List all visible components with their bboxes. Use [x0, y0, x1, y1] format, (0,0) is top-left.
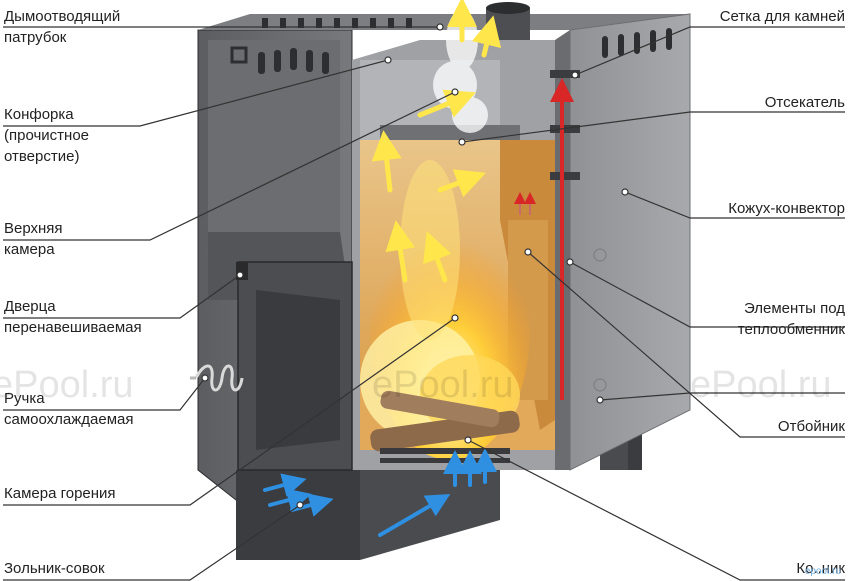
watermark-left: ePool.ru: [0, 364, 134, 406]
label-upper-chamber: Верхняя камера: [4, 220, 63, 258]
watermark-center: ePool.ru: [372, 364, 514, 406]
label-casing: Кожух-конвектор: [728, 200, 845, 217]
right-casing: [555, 13, 691, 471]
vent-slots-left: [258, 48, 329, 74]
handle-spring-icon: [190, 364, 244, 392]
label-heat-exchanger: Элементы под теплообменник: [737, 300, 845, 338]
label-deflector: Отбойник: [777, 418, 845, 435]
leader-dots: [201, 23, 629, 509]
label-stone-grid: Сетка для камней: [719, 8, 845, 25]
label-ashpan: Зольник-совок: [4, 560, 105, 577]
ashpan-body: [236, 470, 360, 560]
leader-lines: [3, 26, 845, 581]
hot-flow-arrows: [371, 0, 502, 283]
firewood-logs: [370, 390, 520, 452]
cold-flow-arrows: [263, 448, 497, 537]
label-chimney: Дымоотводящий патрубок: [4, 8, 121, 46]
label-handle: Ручка самоохлаждаемая: [4, 390, 134, 428]
site-badge: epool.ru: [804, 566, 841, 577]
label-grate: Ко..ник: [796, 560, 845, 577]
label-cutoff: Отсекатель: [764, 94, 845, 111]
label-door: Дверца перенавешиваемая: [4, 298, 142, 336]
top-vent-slots: [262, 18, 412, 28]
door: [236, 261, 353, 471]
label-combustion-chamber: Камера горения: [4, 485, 116, 502]
cutoff-plate: [380, 125, 520, 140]
casing-screw-icon: [230, 46, 248, 64]
convector-rivets: [593, 248, 607, 392]
label-burner: Конфорка (прочистное отверстие): [4, 106, 90, 165]
watermark-right: ePool.ru: [690, 364, 832, 406]
